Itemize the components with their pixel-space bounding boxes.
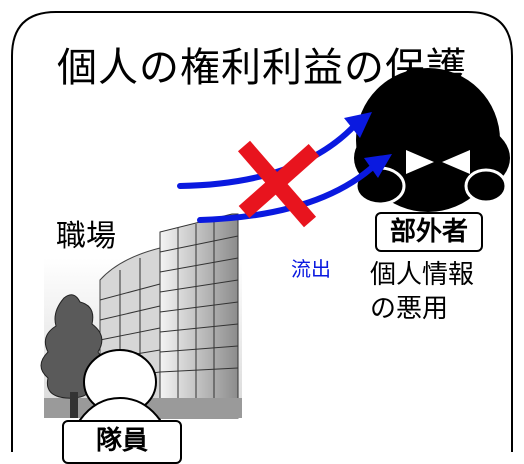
page-title: 個人の権利利益の保護: [57, 45, 467, 91]
frame-border: [11, 11, 513, 452]
outsider-figure-icon: [354, 68, 510, 212]
misuse-label-line2: の悪用: [370, 294, 449, 324]
workplace-label: 職場: [56, 219, 116, 254]
misuse-label-line1: 個人情報: [370, 260, 475, 290]
outsider-tag: 部外者: [375, 212, 483, 252]
diagram-graphics: [11, 11, 513, 452]
outflow-label: 流出: [291, 257, 331, 281]
diagram: 個人の権利利益の保護 職場 流出 個人情報 の悪用 部外者 隊員: [11, 11, 513, 464]
blocked-x-icon: [237, 140, 320, 228]
member-tag: 隊員: [62, 420, 182, 464]
